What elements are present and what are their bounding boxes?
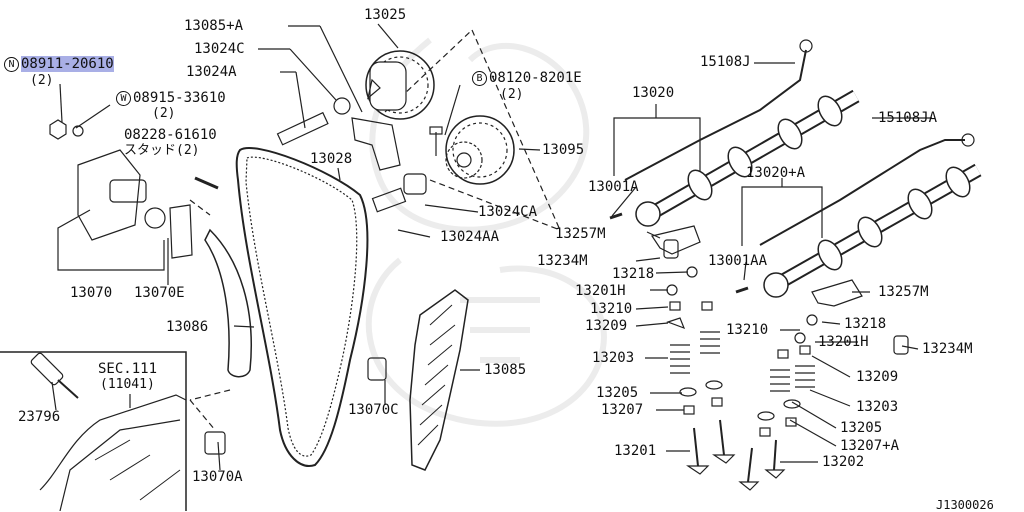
label-15108ja: 15108JA	[878, 110, 938, 126]
label-13085a: 13085+A	[184, 18, 244, 34]
label-13202: 13202	[822, 454, 865, 470]
label-sec: SEC.111	[98, 361, 158, 377]
label-stud-text: スタッド(2)	[124, 143, 200, 158]
label-23796: 23796	[18, 409, 61, 425]
label-13020a: 13020+A	[746, 165, 806, 181]
label-15108j: 15108J	[700, 54, 751, 70]
label-13085: 13085	[484, 362, 527, 378]
label-sec-number: (11041)	[100, 377, 155, 392]
label-13070e: 13070E	[134, 285, 185, 301]
label-13020: 13020	[632, 85, 675, 101]
label-stud-part: 08228-61610	[124, 127, 217, 143]
label-13086: 13086	[166, 319, 209, 335]
label-bolt-qty: (2)	[500, 87, 524, 102]
label-13001aa: 13001AA	[708, 253, 768, 269]
label-13209-left: 13209	[585, 318, 628, 334]
label-13218-left: 13218	[612, 266, 655, 282]
label-13234m-left: 13234M	[537, 253, 588, 269]
label-13201h-left: 13201H	[575, 283, 626, 299]
label-13205-left: 13205	[596, 385, 639, 401]
label-13257m-right: 13257M	[878, 284, 929, 300]
label-13201: 13201	[614, 443, 657, 459]
label-13201h-right: 13201H	[818, 334, 869, 350]
camshaft-intake	[635, 89, 860, 227]
watermark-emblem	[365, 37, 607, 427]
inset-cylinder-head	[30, 352, 187, 511]
label-13207a: 13207+A	[840, 438, 900, 454]
label-13025: 13025	[364, 7, 407, 23]
label-13257m-left: 13257M	[555, 226, 606, 242]
label-13001a: 13001A	[588, 179, 639, 195]
nut-marker-icon: N	[4, 57, 19, 72]
label-13024a: 13024A	[186, 64, 237, 80]
label-13234m-right: 13234M	[922, 341, 973, 357]
label-13203-right: 13203	[856, 399, 899, 415]
label-13028: 13028	[310, 151, 353, 167]
label-13205-right: 13205	[840, 420, 883, 436]
label-13203-left: 13203	[592, 350, 635, 366]
washer-part-number: 08915-33610	[133, 90, 226, 106]
diagram-reference-code: J1300026	[936, 498, 994, 512]
label-13070: 13070	[70, 285, 113, 301]
label-13095: 13095	[542, 142, 585, 158]
bolt-13024a	[276, 97, 351, 146]
label-13070a: 13070A	[192, 469, 243, 485]
exhaust-sprocket	[445, 115, 515, 185]
label-13218-right: 13218	[844, 316, 887, 332]
label-13024ca: 13024CA	[478, 204, 538, 220]
camshaft-sprocket	[365, 50, 435, 120]
label-washer-qty: (2)	[152, 106, 176, 121]
label-nut-qty: (2)	[30, 73, 54, 88]
valve-set-right	[738, 314, 818, 491]
camshaft-exhaust	[763, 163, 982, 298]
label-13209-right: 13209	[856, 369, 899, 385]
nut-part-number-highlighted[interactable]: 08911-20610	[21, 56, 114, 72]
label-13210-right: 13210	[726, 322, 769, 338]
washer-marker-icon: W	[116, 91, 131, 106]
label-13207-left: 13207	[601, 402, 644, 418]
label-13210-left: 13210	[590, 301, 633, 317]
bolt-part-number: 08120-8201E	[489, 70, 582, 86]
valve-set-left	[666, 266, 736, 475]
label-13070c: 13070C	[348, 402, 399, 418]
label-13024c: 13024C	[194, 41, 245, 57]
label-13024aa: 13024AA	[440, 229, 500, 245]
bolt-marker-icon: B	[472, 71, 487, 86]
